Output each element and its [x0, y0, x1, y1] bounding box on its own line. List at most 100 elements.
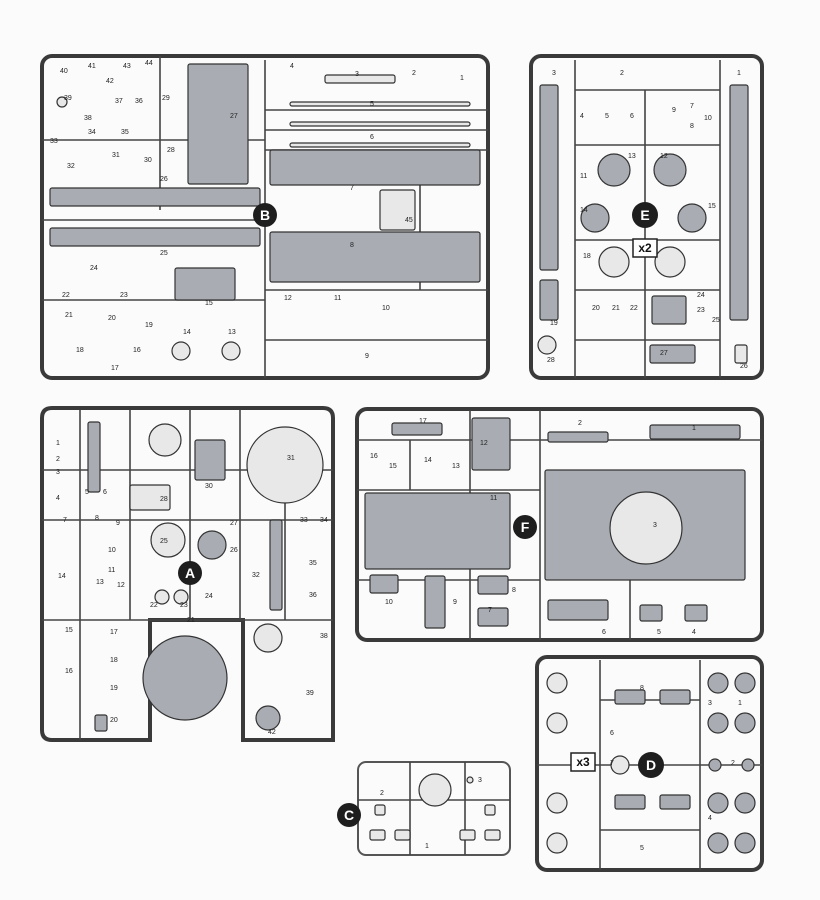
model-part — [734, 344, 748, 364]
part-number-label: 6 — [103, 489, 107, 496]
part-number-label: 19 — [550, 320, 558, 327]
sprue-e-multiplier: x2 — [632, 238, 658, 258]
part-number-label: 13 — [228, 329, 236, 336]
part-number-label: 8 — [95, 515, 99, 522]
part-number-label: 24 — [697, 292, 705, 299]
part-number-label: 14 — [424, 457, 432, 464]
model-part — [391, 422, 443, 436]
part-number-label: 17 — [419, 418, 427, 425]
model-part-round — [150, 522, 186, 558]
part-number-label: 22 — [150, 602, 158, 609]
part-number-label: 31 — [287, 455, 295, 462]
model-part-round — [142, 635, 228, 721]
model-part-round — [580, 203, 610, 233]
svg-text:D: D — [646, 757, 656, 773]
part-number-label: 34 — [88, 129, 96, 136]
part-number-label: 2 — [620, 70, 624, 77]
part-number-label: 7 — [350, 185, 354, 192]
part-number-label: 44 — [145, 60, 153, 67]
part-number-label: 5 — [85, 489, 89, 496]
part-number-label: 22 — [62, 292, 70, 299]
model-part-round — [546, 712, 568, 734]
part-number-label: 14 — [580, 207, 588, 214]
part-number-label: 22 — [630, 305, 638, 312]
model-part — [394, 829, 411, 841]
model-part-round — [546, 832, 568, 854]
part-number-label: 45 — [405, 217, 413, 224]
model-part — [174, 267, 236, 301]
model-part — [659, 794, 691, 810]
svg-text:C: C — [344, 807, 354, 823]
part-number-label: 35 — [121, 129, 129, 136]
part-number-label: 5 — [657, 629, 661, 636]
model-part-round — [598, 246, 630, 278]
model-part-round — [173, 589, 189, 605]
svg-text:E: E — [640, 207, 649, 223]
part-number-label: 15 — [389, 463, 397, 470]
part-number-label: 36 — [309, 592, 317, 599]
part-number-label: 39 — [64, 95, 72, 102]
part-number-label: 4 — [692, 629, 696, 636]
part-number-label: 12 — [284, 295, 292, 302]
part-number-label: 32 — [252, 572, 260, 579]
model-part-round — [246, 426, 324, 504]
part-number-label: 40 — [60, 68, 68, 75]
part-number-label: 36 — [135, 98, 143, 105]
model-part-round — [171, 341, 191, 361]
part-number-label: 5 — [640, 845, 644, 852]
model-part-round — [253, 623, 283, 653]
part-number-label: 32 — [67, 163, 75, 170]
part-number-label: 4 — [708, 815, 712, 822]
part-number-label: 30 — [144, 157, 152, 164]
part-number-label: 9 — [672, 107, 676, 114]
part-number-label: 19 — [110, 685, 118, 692]
part-number-label: 34 — [320, 517, 328, 524]
part-number-label: 1 — [460, 75, 464, 82]
part-number-label: 1 — [738, 700, 742, 707]
model-part — [289, 121, 471, 127]
part-number-label: 28 — [167, 147, 175, 154]
model-part — [547, 599, 609, 621]
part-number-label: 29 — [162, 95, 170, 102]
part-number-label: 13 — [96, 579, 104, 586]
part-number-label: 27 — [660, 350, 668, 357]
sprue-e-badge: E — [632, 202, 658, 228]
model-part-round — [255, 705, 281, 731]
model-part-round — [734, 712, 756, 734]
part-number-label: 15 — [205, 300, 213, 307]
part-number-label: 11 — [490, 495, 497, 502]
model-part-round — [653, 153, 687, 187]
sprue-b-badge: B — [253, 203, 277, 227]
part-number-label: 33 — [300, 517, 308, 524]
part-number-label: 11 — [580, 173, 587, 180]
model-part-round — [466, 776, 474, 784]
part-number-label: 20 — [110, 717, 118, 724]
part-number-label: 23 — [697, 307, 705, 314]
model-part — [729, 84, 749, 321]
part-number-label: 28 — [160, 496, 168, 503]
sprue-c-badge: C — [337, 803, 361, 827]
model-part-round — [707, 672, 729, 694]
svg-text:x2: x2 — [638, 241, 652, 255]
part-number-label: 35 — [309, 560, 317, 567]
part-number-label: 12 — [660, 153, 668, 160]
part-number-label: 14 — [58, 573, 66, 580]
part-number-label: 6 — [602, 629, 606, 636]
model-part — [324, 74, 396, 84]
model-part — [374, 804, 386, 816]
model-part — [471, 417, 511, 471]
part-number-label: 10 — [108, 547, 116, 554]
part-number-label: 19 — [145, 322, 153, 329]
model-part-round — [677, 203, 707, 233]
part-number-label: 13 — [628, 153, 636, 160]
part-number-label: 11 — [108, 567, 115, 574]
model-part — [269, 149, 481, 186]
model-part-round — [707, 712, 729, 734]
part-number-label: 5 — [605, 113, 609, 120]
part-number-label: 33 — [50, 138, 58, 145]
model-part — [49, 187, 261, 207]
